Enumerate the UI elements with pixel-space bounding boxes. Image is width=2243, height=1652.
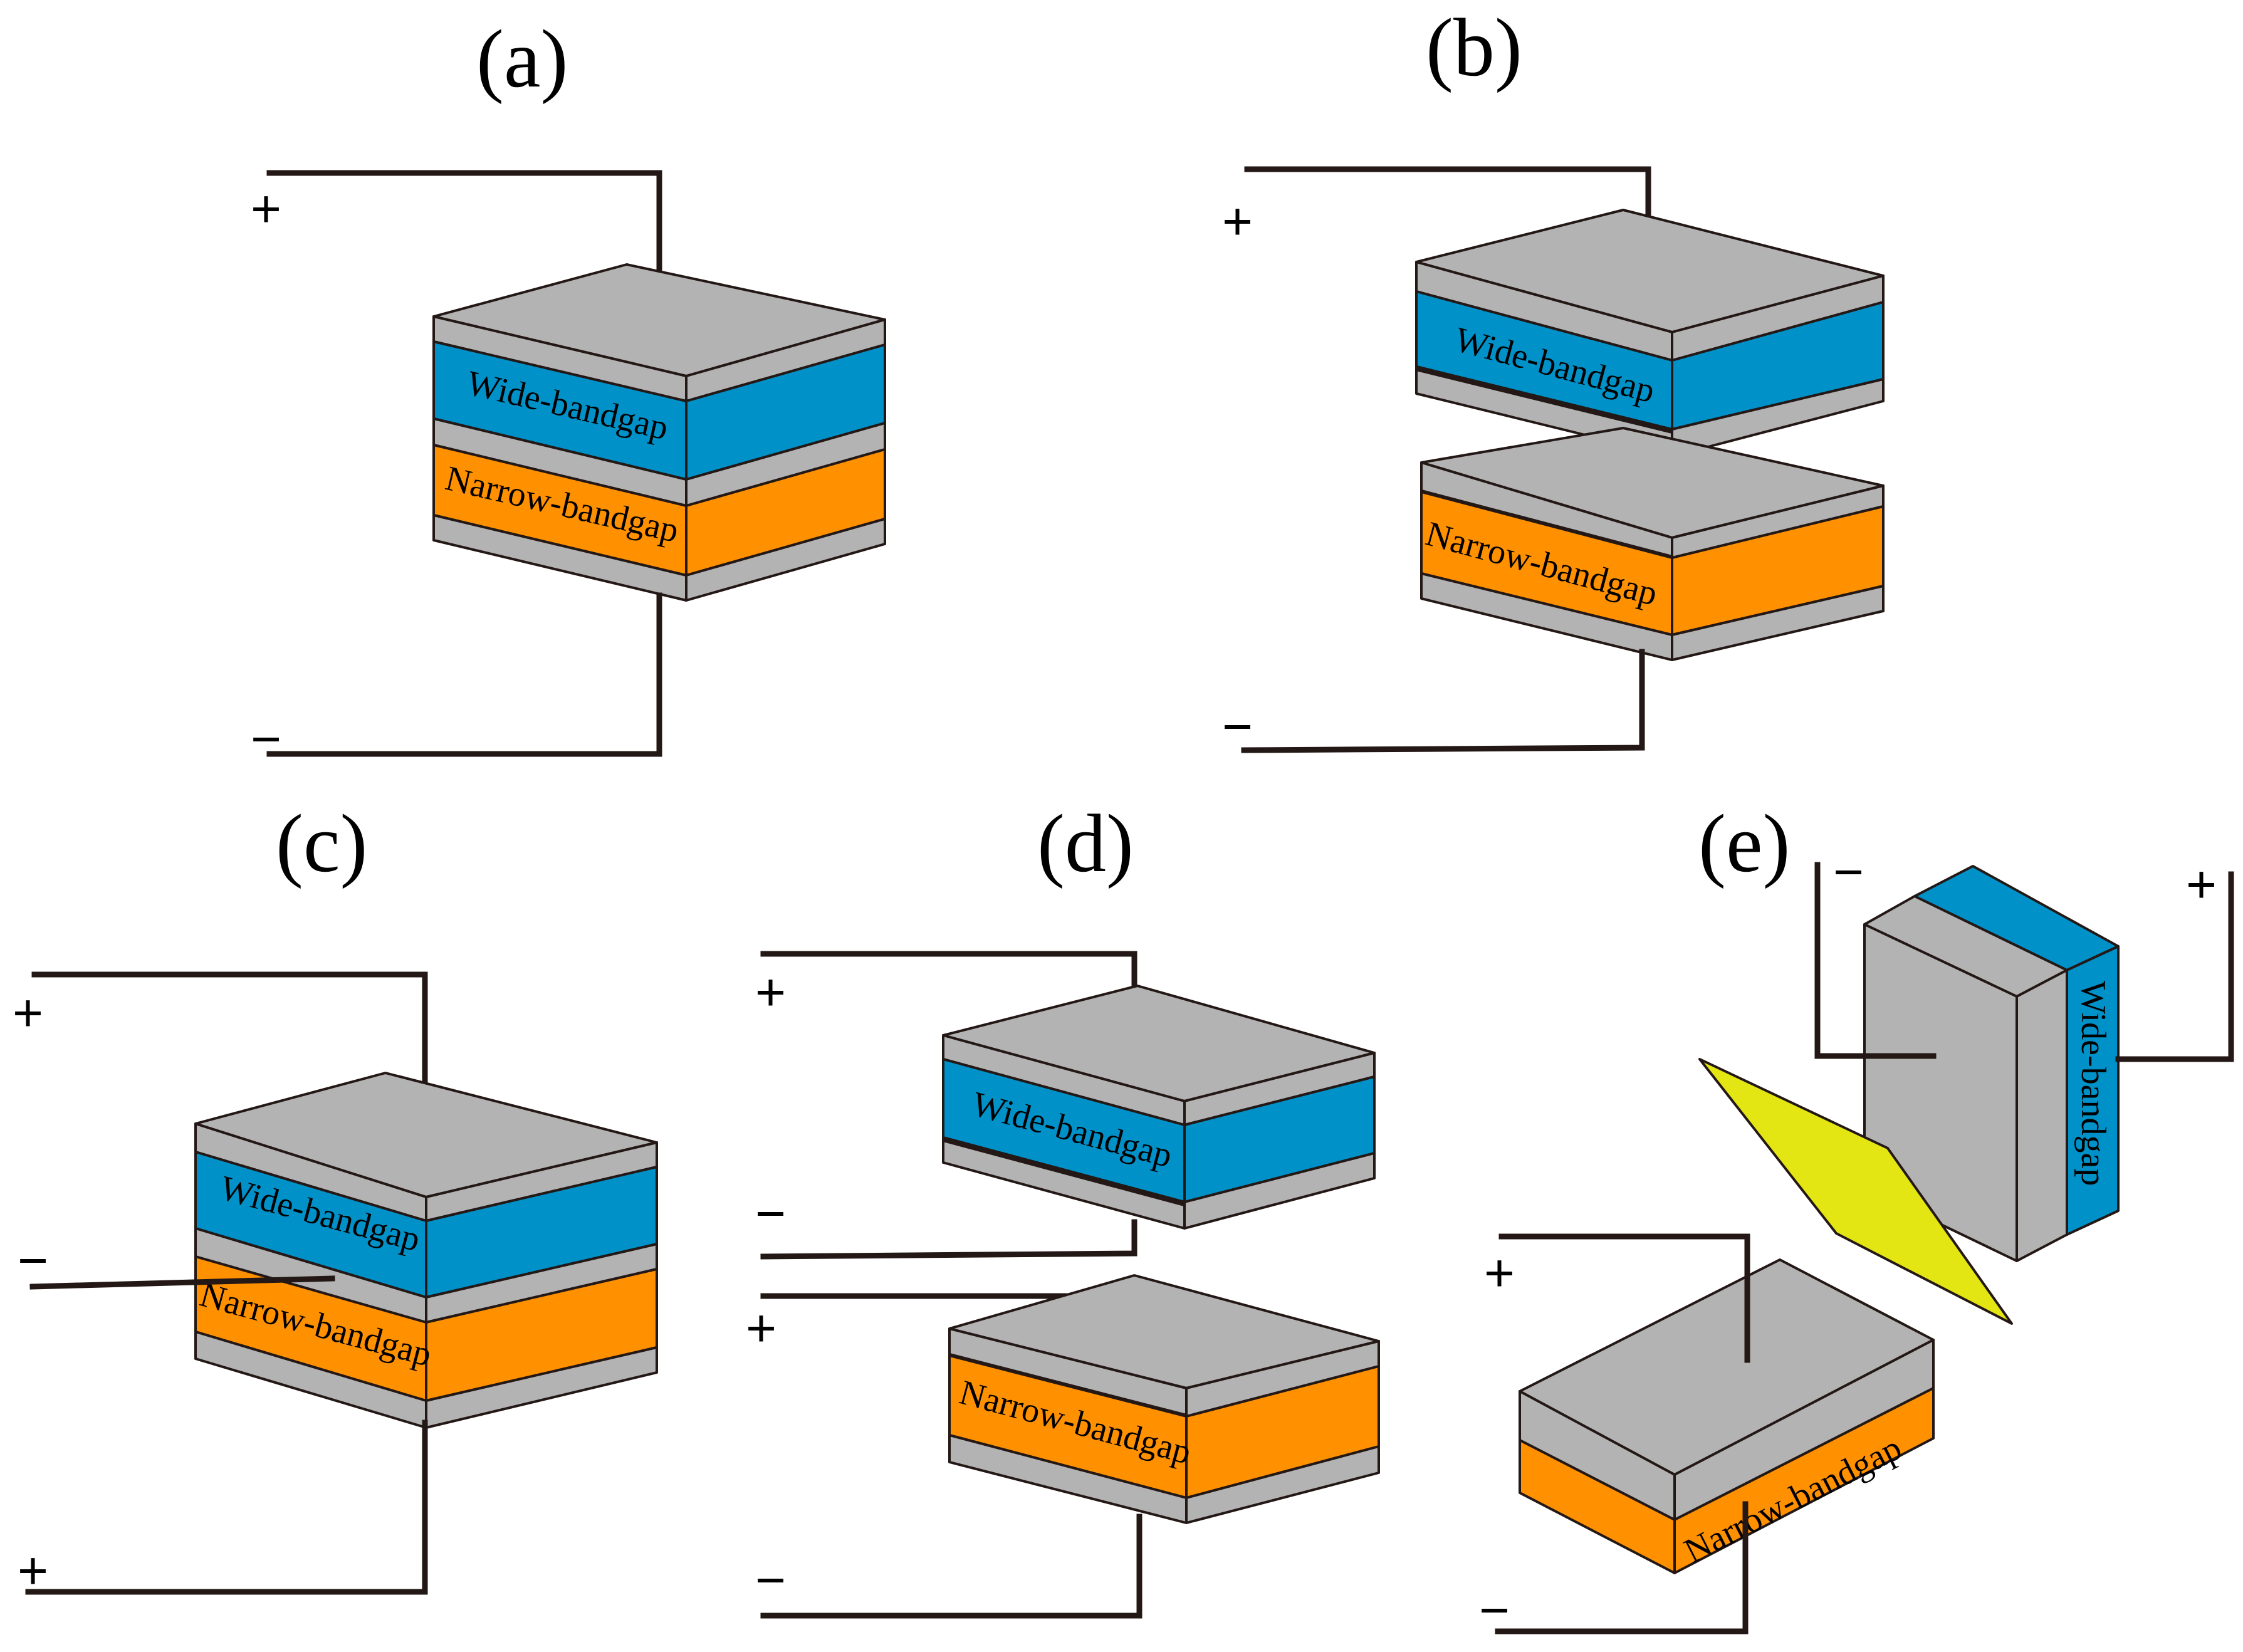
panel-e-narrow-bandgap-side [1673, 1387, 1935, 1574]
panel-e-plus-bottom-sign: + [1484, 1243, 1515, 1302]
panel-e-wide-bandgap-label: Wide-bandgap [2074, 981, 2113, 1186]
panel-d-top-cell-junction-line [942, 1137, 1186, 1206]
panel-a-cell-stack: Wide-bandgap Narrow-bandgap [432, 263, 886, 602]
panel-b: (b) + Wide-bandgap Narrow-bandgap [1222, 1, 1885, 756]
panel-d-upper-return-wire [760, 1219, 1137, 1260]
panel-c-bottom-wire [25, 1419, 428, 1595]
panel-a-plus-sign: + [251, 179, 281, 238]
panel-a-label: (a) [476, 13, 568, 105]
panel-a-bottom-wire [266, 592, 662, 757]
panel-e-spectral-splitter [1698, 1058, 2013, 1325]
panel-d-bottom-cell-bottom-side [1185, 1445, 1380, 1524]
panel-e-label: (e) [1698, 797, 1791, 889]
panel-c-plus-bottom-sign: + [18, 1541, 48, 1600]
panel-d: (d) + Wide-bandgap − + N [746, 797, 1380, 1619]
panel-b-bottom-wire [1241, 649, 1645, 753]
panel-e-minus-bottom-sign: − [1479, 1581, 1510, 1639]
panel-e-top-left-wire [1814, 862, 1937, 1059]
panel-c-cell-stack: Wide-bandgap Narrow-bandgap [194, 1072, 658, 1429]
panel-e-bottom-top-wire [1498, 1233, 1750, 1363]
panel-d-bottom-cell: Narrow-bandgap [948, 1274, 1380, 1524]
panel-c-minus-mid-sign: − [18, 1231, 48, 1290]
panel-e-top-right-wire [2115, 871, 2234, 1062]
panel-b-bottom-cell: Narrow-bandgap [1420, 427, 1885, 661]
panel-d-minus-upper-sign: − [755, 1184, 786, 1243]
panel-a-minus-sign: − [251, 709, 281, 768]
panel-e: (e) Wide-bandgap − + Narrow-bandgap + − [1479, 797, 2234, 1639]
panel-d-bottom-wire [760, 1513, 1142, 1619]
panel-c-middle-wire [29, 1275, 335, 1290]
panel-e-minus-top-sign: − [1833, 842, 1864, 901]
panel-e-narrow-bandgap-cell: Narrow-bandgap [1519, 1258, 1935, 1574]
panel-e-bottom-return-wire [1495, 1501, 1749, 1634]
panel-e-wide-bandgap-cell: Wide-bandgap [1863, 865, 2120, 1262]
panel-d-plus-top-sign: + [755, 963, 786, 1022]
panel-b-bottom-cell-bottom-side [1671, 585, 1885, 661]
panel-e-wide-bandgap-side-face [2066, 945, 2120, 1236]
panel-c-bottom-electrode-side [425, 1346, 658, 1429]
panel-d-top-cell: Wide-bandgap [942, 985, 1376, 1230]
panel-c: (c) + Wide-bandgap Narrow-bandgap − + [13, 797, 658, 1600]
panel-d-top-cell-bottom-side [1183, 1152, 1376, 1230]
panel-a: (a) + Wide-bandgap Narrow-bandgap − [251, 13, 886, 768]
panel-c-label: (c) [276, 797, 368, 889]
panel-b-label: (b) [1426, 1, 1522, 93]
panel-b-top-cell-junction-line [1416, 366, 1673, 434]
panel-e-electrode-side-face [2016, 969, 2068, 1262]
panel-d-plus-lower-sign: + [746, 1299, 776, 1357]
panel-d-label: (d) [1037, 797, 1134, 889]
panel-d-minus-bottom-sign: − [755, 1550, 786, 1609]
panel-e-plus-top-sign: + [2186, 855, 2217, 914]
panel-b-minus-sign: − [1222, 697, 1253, 756]
panel-a-bottom-electrode-side [685, 518, 886, 602]
panel-b-plus-sign: + [1222, 192, 1253, 251]
panel-b-top-cell: Wide-bandgap [1415, 209, 1885, 457]
panel-c-plus-top-sign: + [13, 983, 43, 1042]
